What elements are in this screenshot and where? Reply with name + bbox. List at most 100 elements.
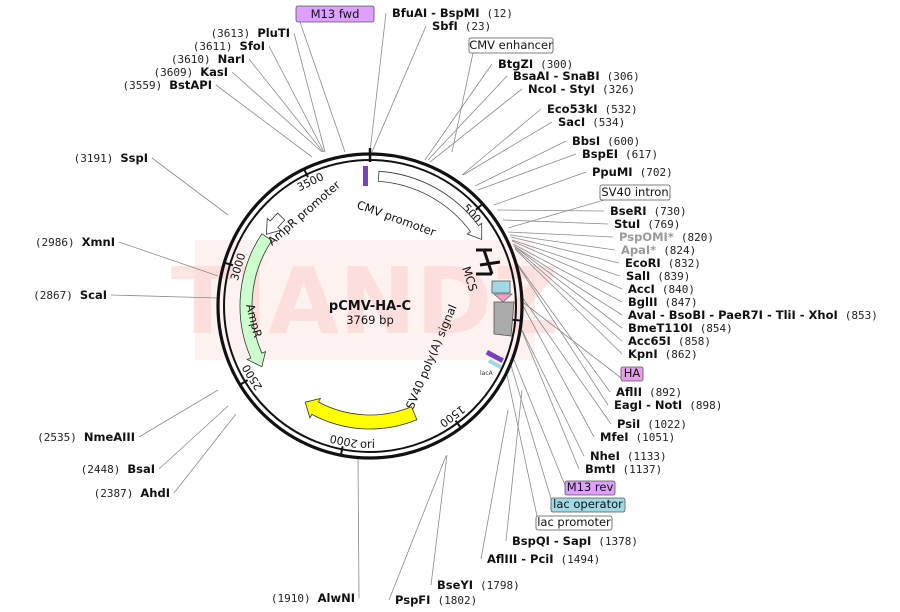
site-name: BspEI [582, 147, 618, 161]
site-position: (23) [465, 20, 492, 33]
site-r20[interactable]: Acc65I (858) [628, 334, 711, 348]
feature-box-cmv-enhancer[interactable]: CMV enhancer [468, 37, 554, 54]
site-r3[interactable]: BsaAI - SnaBI(306) [513, 69, 640, 83]
site-l0[interactable]: PluTI(3613) [211, 26, 290, 40]
site-l4[interactable]: BstAPI(3559) [123, 78, 212, 92]
site-r8[interactable]: BspEI (617) [582, 147, 658, 161]
leader-line [424, 63, 493, 161]
site-name: SspI [120, 151, 148, 165]
site-r6[interactable]: SacI(534) [558, 115, 625, 129]
site-position: (3609) [153, 66, 193, 79]
site-r10[interactable]: BseRI(730) [610, 204, 687, 218]
site-l6[interactable]: XmnI(2986) [35, 235, 115, 249]
leader-line [514, 248, 623, 355]
site-r28[interactable]: BspQI - SapI(1378) [512, 534, 638, 548]
site-r9[interactable]: PpuMI(702) [592, 165, 673, 179]
site-r23[interactable]: EagI - NotI (898) [614, 398, 722, 412]
feature-arrow-cmv-promoter [377, 170, 483, 241]
feature-box-label: M13 rev [567, 480, 614, 494]
site-l9[interactable]: BsaI(2448) [81, 462, 155, 476]
site-l11[interactable]: AlwNI(1910) [271, 591, 355, 605]
site-r12[interactable]: PspOMI*(820) [619, 230, 714, 244]
site-r0[interactable]: BfuAI - BspMI(12) [392, 6, 513, 20]
site-name: BmtI [585, 462, 616, 476]
site-position: (3613) [211, 27, 251, 40]
site-r18[interactable]: AvaI - BsoBI - PaeR7I - TliI - XhoI(853) [628, 308, 878, 322]
site-position: (12) [486, 7, 513, 20]
feature-box-ha[interactable]: HA [620, 366, 644, 382]
feature-box-lac-promoter[interactable]: lac promoter [535, 515, 613, 531]
site-r30[interactable]: BseYI(1798) [437, 578, 520, 592]
site-position: (600) [607, 135, 640, 148]
site-r7[interactable]: BbsI(600) [572, 134, 640, 148]
site-r21[interactable]: KpnI(862) [628, 347, 698, 361]
site-name: ApaI* [621, 243, 656, 257]
site-r31[interactable]: PspFI(1802) [395, 593, 477, 607]
site-r14[interactable]: EcoRI(832) [625, 256, 701, 270]
tick-label: 2000 [329, 432, 359, 450]
leader-line [248, 58, 324, 153]
site-name: BspQI - SapI [512, 534, 591, 548]
site-r29[interactable]: AflIII - PciI(1494) [487, 552, 600, 566]
leader-line [158, 405, 229, 470]
site-r13[interactable]: ApaI*(824) [621, 243, 696, 257]
site-name: PpuMI [592, 165, 633, 179]
site-l10[interactable]: AhdI(2387) [94, 486, 170, 500]
tick-2500 [238, 379, 249, 387]
feature-box-m13-rev[interactable]: M13 rev [564, 480, 616, 496]
site-name: StuI [614, 217, 640, 231]
site-position: (858) [678, 335, 711, 348]
site-name: SalI [626, 269, 650, 283]
tick-1500 [454, 420, 463, 430]
site-l7[interactable]: ScaI(2867) [33, 288, 107, 302]
site-r5[interactable]: Eco53kI(532) [547, 102, 638, 116]
leader-line [505, 369, 541, 531]
site-position: (892) [649, 386, 682, 399]
feature-box-label: HA [624, 366, 641, 380]
site-position: (3610) [171, 53, 211, 66]
site-r4[interactable]: NcoI - StyI(326) [528, 82, 635, 96]
site-position: (769) [647, 218, 680, 231]
feature-box-frame [295, 5, 375, 23]
site-name: Eco53kI [547, 102, 598, 116]
feature-box-label: M13 fwd [311, 7, 360, 21]
site-r25[interactable]: MfeI(1051) [600, 430, 675, 444]
site-r11[interactable]: StuI (769) [614, 217, 680, 231]
site-l8[interactable]: NmeAIII(2535) [37, 430, 135, 444]
site-name: EagI - NotI [614, 398, 682, 412]
feature-box-sv40-intron[interactable]: SV40 intron [599, 184, 671, 201]
site-r27[interactable]: BmtI(1137) [585, 462, 662, 476]
site-r1[interactable]: SbfI(23) [432, 19, 491, 33]
site-r22[interactable]: AflII(892) [616, 385, 682, 399]
site-l5[interactable]: SspI(3191) [74, 151, 148, 165]
site-r26[interactable]: NheI(1133) [590, 449, 667, 463]
site-l3[interactable]: KasI(3609) [153, 65, 228, 79]
leader-line [502, 219, 609, 225]
leader-line [427, 75, 508, 161]
site-position: (853) [845, 309, 878, 322]
site-r15[interactable]: SalI(839) [626, 269, 690, 283]
site-r2[interactable]: BtgZI(300) [498, 57, 573, 71]
site-position: (1494) [561, 553, 601, 566]
site-r19[interactable]: BmeT110I(854) [628, 321, 733, 335]
site-position: (306) [607, 70, 640, 83]
site-name: SacI [558, 115, 585, 129]
site-l1[interactable]: SfoI(3611) [193, 39, 265, 53]
feature-box-m13-fwd[interactable]: M13 fwd [295, 5, 375, 23]
leader-line [509, 234, 616, 251]
leader-line [519, 299, 626, 382]
site-name: SfoI [240, 39, 265, 53]
site-r17[interactable]: BglII(847) [628, 295, 698, 309]
site-r16[interactable]: AccI(840) [628, 282, 695, 296]
feature-box-frame [535, 515, 613, 531]
site-l2[interactable]: NarI(3610) [171, 52, 245, 66]
site-name: Acc65I [628, 334, 671, 348]
leader-line [299, 21, 346, 153]
feature-box-lac-operator[interactable]: lac operator [550, 497, 626, 513]
leader-line [511, 240, 623, 290]
site-position: (617) [625, 148, 658, 161]
site-position: (1022) [647, 418, 687, 431]
site-position: (898) [689, 399, 722, 412]
site-r24[interactable]: PsiI(1022) [617, 417, 687, 431]
leader-line [493, 171, 587, 206]
